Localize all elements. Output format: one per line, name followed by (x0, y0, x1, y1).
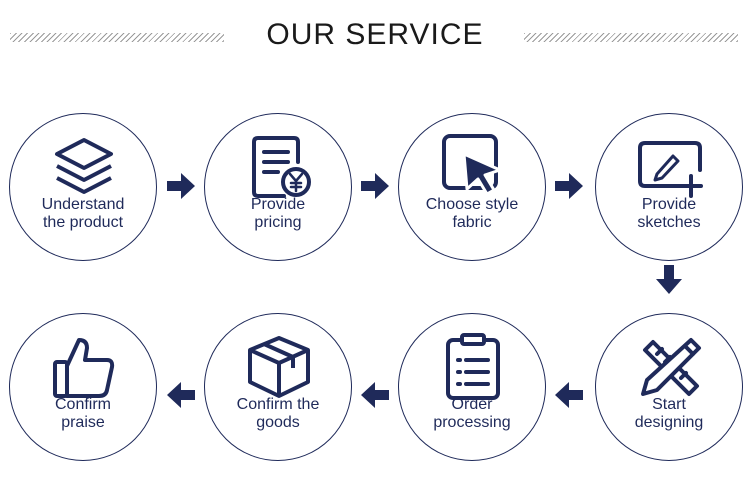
step-label-line1: Order (451, 396, 493, 413)
step-provide-sketches: Provide sketches (595, 113, 743, 261)
arrow-right-icon (551, 168, 587, 204)
step-label-line2: goods (256, 414, 300, 431)
step-order-processing: Order processing (398, 313, 546, 461)
cursor-select-icon (438, 132, 508, 202)
step-label-line1: Choose style (425, 196, 519, 213)
decorative-hatch-right (524, 33, 738, 42)
step-label-line1: Provide (250, 196, 306, 213)
arrow-right-icon (163, 168, 199, 204)
page-title: OUR SERVICE (266, 18, 484, 51)
step-label-line2: designing (634, 414, 704, 431)
step-label-line2: praise (61, 414, 105, 431)
step-label-line2: sketches (637, 214, 701, 231)
step-label-line2: pricing (254, 214, 302, 231)
step-label-line1: Confirm (54, 396, 111, 413)
step-understand-product: Understand the product (9, 113, 157, 261)
clipboard-list-icon (438, 332, 508, 402)
arrow-left-icon (357, 377, 393, 413)
step-label-line2: fabric (452, 214, 492, 231)
step-label-line1: Understand (41, 196, 125, 213)
step-confirm-goods: Confirm the goods (204, 313, 352, 461)
step-choose-style-fabric: Choose style fabric (398, 113, 546, 261)
step-label-line1: Provide (641, 196, 697, 213)
arrow-down-icon (651, 262, 687, 298)
step-label-line1: Confirm the (236, 396, 320, 413)
step-provide-pricing: Provide pricing (204, 113, 352, 261)
step-label-line2: the product (42, 214, 124, 231)
step-label-line2: processing (433, 414, 511, 431)
sketch-board-icon (635, 132, 705, 202)
step-label-line1: Start (652, 396, 686, 413)
arrow-left-icon (551, 377, 587, 413)
step-start-designing: Start designing (595, 313, 743, 461)
decorative-hatch-left (10, 33, 224, 42)
thumbs-up-icon (49, 332, 119, 402)
step-confirm-praise: Confirm praise (9, 313, 157, 461)
price-document-icon (244, 132, 314, 202)
arrow-left-icon (163, 377, 199, 413)
arrow-right-icon (357, 168, 393, 204)
pencil-ruler-icon (635, 332, 705, 402)
layers-icon (49, 132, 119, 202)
package-box-icon (244, 332, 314, 402)
